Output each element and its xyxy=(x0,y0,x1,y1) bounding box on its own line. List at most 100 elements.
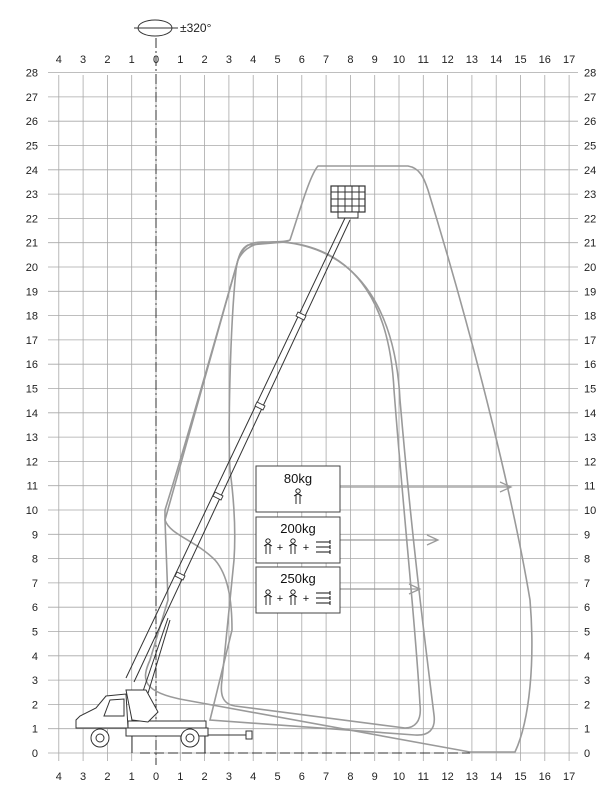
x-tick-label-top: 17 xyxy=(563,54,575,66)
y-tick-label-left: 18 xyxy=(26,311,38,323)
y-tick-label-right: 6 xyxy=(584,602,590,614)
y-tick-label-left: 19 xyxy=(26,286,38,298)
x-tick-label-bottom: 0 xyxy=(153,771,159,783)
y-tick-label-right: 28 xyxy=(584,68,596,80)
y-tick-label-left: 8 xyxy=(32,554,38,566)
x-tick-label-top: 7 xyxy=(323,54,329,66)
y-tick-label-left: 16 xyxy=(26,359,38,371)
x-tick-label-top: 9 xyxy=(372,54,378,66)
load-box-frame xyxy=(255,465,341,513)
y-tick-label-left: 14 xyxy=(26,408,38,420)
y-tick-label-left: 2 xyxy=(32,699,38,711)
x-tick-label-top: 1 xyxy=(177,54,183,66)
y-tick-label-left: 28 xyxy=(26,68,38,80)
y-tick-label-left: 25 xyxy=(26,141,38,153)
x-tick-label-bottom: 4 xyxy=(56,771,62,783)
y-tick-label-right: 1 xyxy=(584,724,590,736)
x-tick-label-top: 14 xyxy=(490,54,502,66)
x-tick-label-bottom: 7 xyxy=(323,771,329,783)
y-tick-label-right: 20 xyxy=(584,262,596,274)
x-tick-label-top: 16 xyxy=(539,54,551,66)
envelope-250kg xyxy=(220,241,422,729)
x-tick-label-bottom: 16 xyxy=(539,771,551,783)
x-tick-label-bottom: 11 xyxy=(418,771,429,783)
x-tick-label-top: 15 xyxy=(514,54,526,66)
y-tick-label-right: 11 xyxy=(584,481,595,493)
rotation-label: ±320° xyxy=(180,21,212,35)
y-tick-label-left: 6 xyxy=(32,602,38,614)
x-tick-label-top: 6 xyxy=(299,54,305,66)
y-tick-label-right: 13 xyxy=(584,432,596,444)
y-tick-label-right: 7 xyxy=(584,578,590,590)
x-tick-label-bottom: 4 xyxy=(250,771,256,783)
x-tick-label-bottom: 10 xyxy=(393,771,405,783)
x-tick-label-bottom: 3 xyxy=(226,771,232,783)
x-tick-label-bottom: 2 xyxy=(104,771,110,783)
x-tick-label-bottom: 6 xyxy=(299,771,305,783)
x-tick-label-top: 1 xyxy=(129,54,135,66)
load-label: 250kg xyxy=(280,571,315,586)
y-tick-label-left: 10 xyxy=(26,505,38,517)
y-tick-label-left: 27 xyxy=(26,92,38,104)
x-tick-label-bottom: 13 xyxy=(466,771,478,783)
y-tick-label-right: 10 xyxy=(584,505,596,517)
y-tick-label-right: 21 xyxy=(584,238,596,250)
load-box-frame xyxy=(255,566,341,614)
envelope-200kg xyxy=(164,241,436,736)
x-tick-label-top: 10 xyxy=(393,54,405,66)
y-tick-label-right: 4 xyxy=(584,651,590,663)
x-tick-label-top: 5 xyxy=(274,54,280,66)
load-box-80kg: 80kg xyxy=(255,465,341,513)
y-tick-label-right: 5 xyxy=(584,627,590,639)
platform-basket xyxy=(330,185,366,219)
load-label: 200kg xyxy=(280,521,315,536)
plus-sign: + xyxy=(277,593,283,605)
x-tick-label-bottom: 15 xyxy=(514,771,526,783)
tools-icon xyxy=(316,591,331,605)
arrowhead-200kg xyxy=(426,534,440,546)
y-tick-label-right: 25 xyxy=(584,141,596,153)
x-tick-label-top: 11 xyxy=(418,54,429,66)
x-tick-label-bottom: 9 xyxy=(372,771,378,783)
plus-sign: + xyxy=(303,593,309,605)
y-tick-label-left: 15 xyxy=(26,384,38,396)
x-tick-label-bottom: 1 xyxy=(129,771,135,783)
y-tick-label-right: 2 xyxy=(584,699,590,711)
envelope-80kg xyxy=(144,165,533,753)
x-tick-label-top: 13 xyxy=(466,54,478,66)
x-tick-label-bottom: 1 xyxy=(177,771,183,783)
person-icon xyxy=(293,488,303,504)
y-tick-label-left: 24 xyxy=(26,165,38,177)
y-tick-label-left: 0 xyxy=(32,748,38,760)
y-tick-label-right: 24 xyxy=(584,165,596,177)
y-tick-label-right: 27 xyxy=(584,92,596,104)
grid xyxy=(48,72,578,761)
person-icon xyxy=(288,589,298,605)
y-tick-label-left: 26 xyxy=(26,116,38,128)
x-tick-label-bottom: 3 xyxy=(80,771,86,783)
y-tick-label-left: 5 xyxy=(32,627,38,639)
x-tick-label-top: 3 xyxy=(80,54,86,66)
y-tick-label-left: 12 xyxy=(26,456,38,468)
telescopic-boom xyxy=(125,217,351,701)
y-tick-label-right: 0 xyxy=(584,748,590,760)
plus-sign: + xyxy=(277,542,283,554)
load-label: 80kg xyxy=(284,471,312,486)
y-tick-label-right: 14 xyxy=(584,408,596,420)
y-tick-label-right: 8 xyxy=(584,554,590,566)
y-tick-label-left: 13 xyxy=(26,432,38,444)
y-tick-label-left: 23 xyxy=(26,189,38,201)
y-tick-label-right: 26 xyxy=(584,116,596,128)
rotation-indicator: ±320° xyxy=(134,19,212,37)
x-tick-label-bottom: 5 xyxy=(274,771,280,783)
y-tick-label-left: 9 xyxy=(32,529,38,541)
x-tick-label-top: 3 xyxy=(226,54,232,66)
y-tick-label-right: 18 xyxy=(584,311,596,323)
x-tick-label-top: 4 xyxy=(250,54,256,66)
x-tick-label-top: 2 xyxy=(104,54,110,66)
plus-sign: + xyxy=(303,542,309,554)
y-tick-label-right: 3 xyxy=(584,675,590,687)
load-arrows xyxy=(340,481,513,595)
tools-icon xyxy=(316,540,331,554)
